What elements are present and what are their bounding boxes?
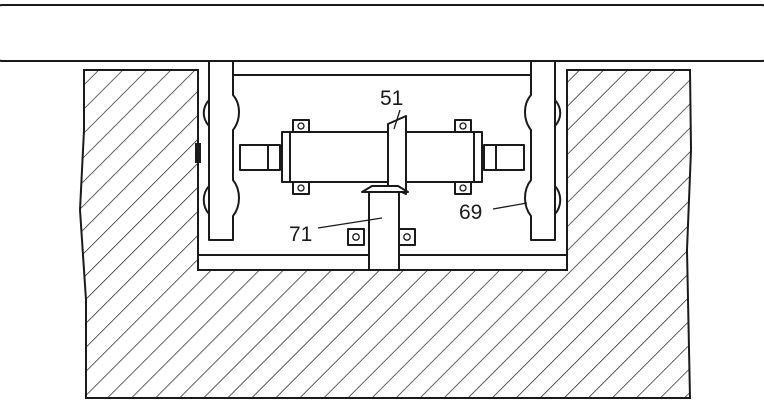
label-51: 51 — [380, 87, 403, 110]
shaft-bracket-left — [347, 228, 365, 246]
clamp-top-right — [454, 119, 472, 133]
clamp-bottom-left — [292, 181, 310, 195]
label-69: 69 — [459, 201, 482, 224]
left-pad-upper — [202, 99, 210, 127]
clamp-bottom-right — [454, 181, 472, 195]
right-pad-upper — [554, 99, 562, 127]
top-beam — [0, 4, 764, 62]
right-pad-lower — [554, 185, 562, 215]
right-post — [524, 60, 556, 241]
right-coupling — [483, 144, 525, 171]
shaft-bracket-right — [398, 228, 416, 246]
bevel-gear-51 — [387, 115, 407, 195]
left-wall-block — [195, 143, 201, 163]
left-post — [208, 60, 240, 241]
leader-69 — [492, 202, 528, 210]
leader-71 — [317, 217, 383, 229]
leader-51 — [393, 109, 401, 130]
left-coupling — [239, 144, 281, 171]
left-pad-lower — [202, 185, 210, 215]
vertical-shaft-71 — [368, 191, 400, 271]
label-71: 71 — [289, 223, 312, 246]
shaft-body — [281, 131, 483, 183]
clamp-top-left — [292, 119, 310, 133]
